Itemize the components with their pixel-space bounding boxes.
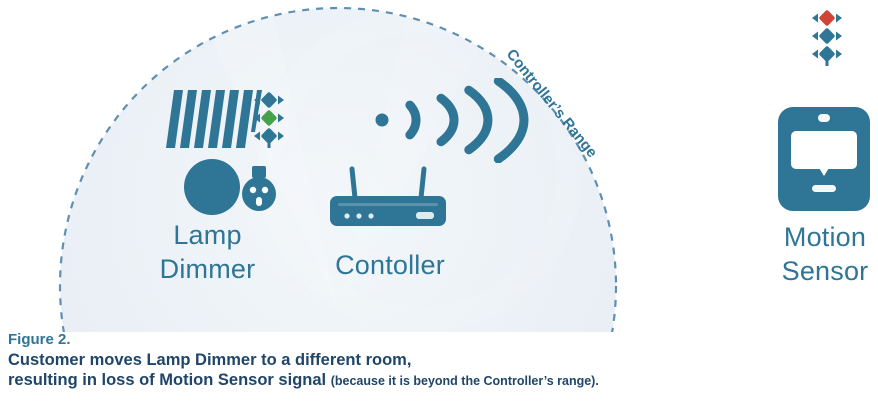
motion-sensor-label-line2: Sensor (781, 256, 869, 287)
controller-label: Contoller (335, 250, 445, 280)
dimmer-knob-icon (242, 166, 276, 211)
figure-caption: Figure 2. Customer moves Lamp Dimmer to … (8, 330, 599, 391)
caption-line2-main: resulting in loss of Motion Sensor signa… (8, 371, 327, 389)
motion-sensor-label: Motion Sensor (745, 220, 878, 288)
lamp-dimmer-label-line2: Dimmer (159, 254, 256, 285)
lamp-dimmer-label-line1: Lamp (173, 220, 242, 250)
lamp-dimmer-label: Lamp Dimmer (120, 218, 295, 286)
caption-line1: Customer moves Lamp Dimmer to a differen… (8, 351, 412, 369)
status-light-green-icon (254, 92, 284, 148)
figure-number: Figure 2. (8, 331, 71, 348)
motion-sensor-label-line1: Motion (783, 222, 867, 252)
wifi-signal-icon (375, 78, 529, 163)
router-icon (330, 166, 446, 226)
caption-line2-detail: (because it is beyond the Controller’s r… (330, 374, 599, 388)
caption-line2: resulting in loss of Motion Sensor signa… (8, 370, 599, 391)
lamp-icon (166, 90, 262, 215)
controller-range-dome (58, 6, 618, 332)
motion-sensor-icon (778, 107, 870, 211)
status-light-red-icon (812, 10, 842, 66)
